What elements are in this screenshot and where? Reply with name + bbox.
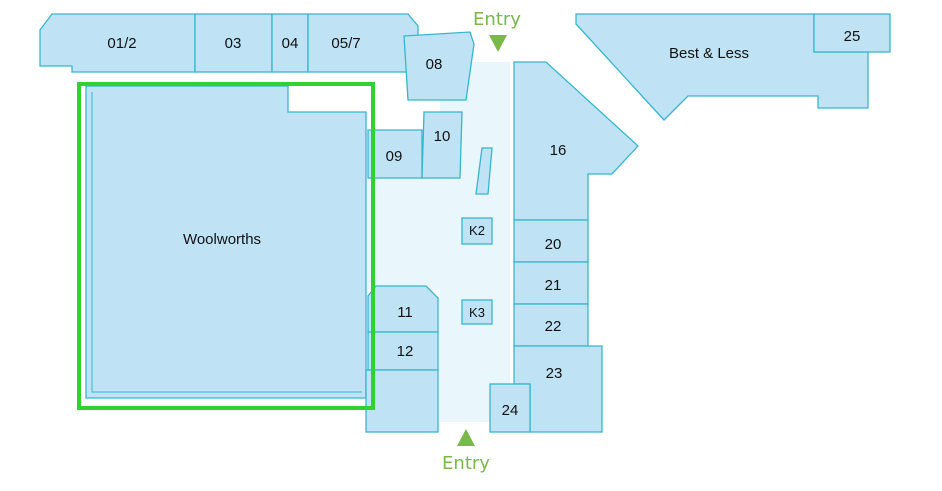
shop-03[interactable] xyxy=(194,13,273,73)
entry-bottom-label: Entry xyxy=(442,453,490,474)
shop-05-7[interactable] xyxy=(307,13,419,73)
entry-bottom-arrow-icon xyxy=(457,429,475,446)
shop-lower-block[interactable] xyxy=(365,369,439,433)
entry-top-label: Entry xyxy=(473,9,521,30)
shop-16[interactable] xyxy=(513,61,639,221)
shop-22[interactable] xyxy=(513,303,589,347)
shop-25[interactable] xyxy=(813,13,891,53)
kiosk-k3[interactable] xyxy=(461,299,493,325)
shop-woolworths[interactable] xyxy=(85,85,367,399)
pillar xyxy=(475,147,493,195)
woolworths-inner-line xyxy=(91,92,362,393)
shop-21[interactable] xyxy=(513,261,589,305)
kiosk-k2[interactable] xyxy=(461,217,493,245)
shop-24[interactable] xyxy=(489,383,531,433)
shop-09[interactable] xyxy=(367,129,423,179)
side-walkway xyxy=(368,178,478,290)
shop-10[interactable] xyxy=(421,111,463,179)
shop-12[interactable] xyxy=(367,331,439,371)
shop-01-2[interactable] xyxy=(39,13,196,73)
entry-top-arrow-icon xyxy=(489,35,507,52)
shop-04[interactable] xyxy=(271,13,309,73)
shop-11[interactable] xyxy=(367,285,439,333)
shop-20[interactable] xyxy=(513,219,589,263)
woolworths-highlight xyxy=(77,82,375,410)
shop-08[interactable] xyxy=(403,31,475,101)
